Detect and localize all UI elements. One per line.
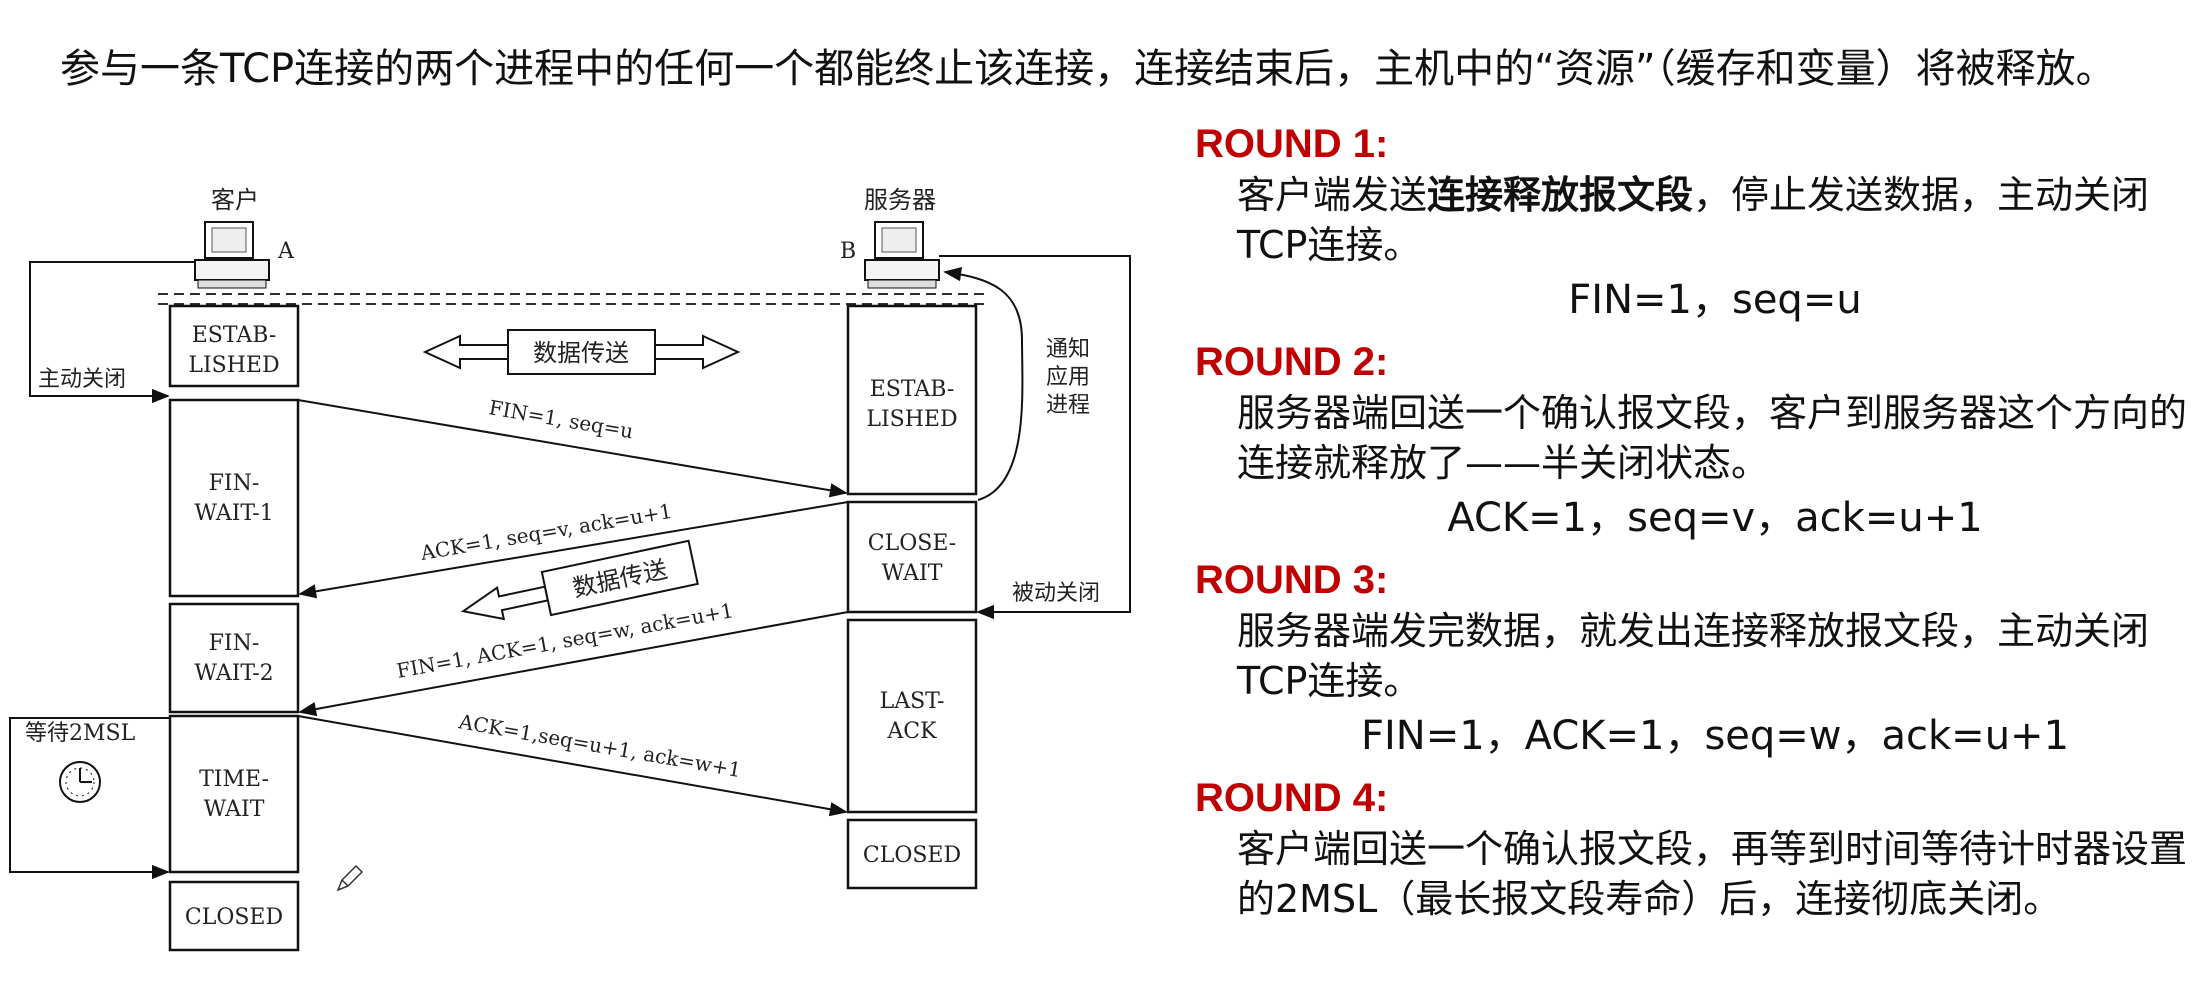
server-state-close-wait: CLOSE- WAIT	[846, 500, 978, 614]
svg-text:ESTAB-: ESTAB-	[192, 323, 277, 348]
round-title: ROUND 3:	[1195, 558, 1389, 602]
round-title: ROUND 4:	[1195, 776, 1389, 820]
svg-text:进程: 进程	[1046, 393, 1090, 418]
svg-text:CLOSED: CLOSED	[863, 843, 961, 868]
round-title: ROUND 1:	[1195, 122, 1389, 166]
svg-text:数据传送: 数据传送	[533, 339, 629, 367]
server-state-established: ESTAB- LISHED	[846, 304, 978, 496]
rounds-panel: ROUND 1: 客户端发送连接释放报文段，停止发送数据，主动关闭TCP连接。 …	[1195, 118, 2195, 930]
host-a-label: A	[277, 239, 295, 264]
round-body: 服务器端回送一个确认报文段，客户到服务器这个方向的连接就释放了——半关闭状态。	[1237, 391, 2188, 485]
message-fin-seq-u: FIN=1, seq=u	[297, 395, 848, 498]
round-3: ROUND 3: 服务器端发完数据，就发出连接释放报文段，主动关闭TCP连接。 …	[1195, 554, 2195, 766]
svg-text:LAST-: LAST-	[880, 689, 945, 714]
client-label: 客户	[211, 186, 259, 214]
tcp-four-way-handshake-diagram: 客户 服务器 A B ESTAB- LISHED FIN- WAIT-1 FIN…	[9, 186, 1131, 952]
server-computer-icon	[864, 221, 940, 289]
client-state-closed: CLOSED	[168, 880, 300, 952]
client-state-fin-wait-1: FIN- WAIT-1	[168, 398, 300, 598]
svg-text:主动关闭: 主动关闭	[38, 367, 126, 392]
svg-text:CLOSE-: CLOSE-	[868, 531, 956, 556]
svg-text:WAIT: WAIT	[882, 561, 943, 586]
svg-text:LISHED: LISHED	[188, 353, 279, 378]
server-state-last-ack: LAST- ACK	[846, 618, 978, 814]
round-body: 客户端回送一个确认报文段，再等到时间等待计时器设置的2MSL（最长报文段寿命）后…	[1237, 827, 2188, 921]
round-body: 客户端发送连接释放报文段，停止发送数据，主动关闭TCP连接。	[1237, 173, 2150, 267]
round-2: ROUND 2: 服务器端回送一个确认报文段，客户到服务器这个方向的连接就释放了…	[1195, 336, 2195, 548]
svg-text:ACK: ACK	[886, 719, 937, 744]
svg-text:WAIT-1: WAIT-1	[194, 501, 273, 526]
svg-text:被动关闭: 被动关闭	[1012, 581, 1100, 606]
notify-application-arrow: 通知 应用 进程	[943, 267, 1090, 501]
round-formula: FIN=1，ACK=1，seq=w，ack=u+1	[1360, 713, 2070, 759]
svg-text:通知: 通知	[1046, 337, 1090, 362]
svg-text:TIME-: TIME-	[199, 767, 269, 792]
wait-2msl-loop: 等待2MSL	[9, 717, 170, 880]
server-label: 服务器	[864, 186, 936, 214]
intro-paragraph: 参与一条TCP连接的两个进程中的任何一个都能终止该连接，连接结束后，主机中的“资…	[60, 46, 2116, 92]
svg-text:CLOSED: CLOSED	[185, 905, 283, 930]
message-fin-ack-seq-w: FIN=1, ACK=1, seq=w, ack=u+1	[298, 598, 849, 717]
server-state-closed: CLOSED	[846, 818, 978, 890]
round-formula: FIN=1，seq=u	[1568, 277, 1862, 323]
round-1: ROUND 1: 客户端发送连接释放报文段，停止发送数据，主动关闭TCP连接。 …	[1195, 118, 2195, 330]
svg-text:应用: 应用	[1046, 365, 1090, 390]
pen-cursor-icon	[336, 864, 364, 892]
round-title: ROUND 2:	[1195, 340, 1389, 384]
svg-text:ESTAB-: ESTAB-	[870, 377, 955, 402]
client-state-fin-wait-2: FIN- WAIT-2	[168, 602, 300, 714]
round-body-emphasis: 连接释放报文段	[1427, 173, 1694, 217]
client-state-time-wait: TIME- WAIT	[168, 714, 300, 874]
client-computer-icon	[194, 221, 270, 289]
active-close-arrow: 主动关闭	[29, 261, 195, 404]
passive-close-arrow: 被动关闭	[939, 255, 1131, 620]
clock-icon	[59, 761, 101, 803]
svg-text:WAIT-2: WAIT-2	[194, 661, 273, 686]
data-transfer-two-way-arrow: 数据传送	[422, 329, 741, 375]
round-4: ROUND 4: 客户端回送一个确认报文段，再等到时间等待计时器设置的2MSL（…	[1195, 772, 2195, 924]
svg-text:LISHED: LISHED	[866, 407, 957, 432]
svg-text:等待2MSL: 等待2MSL	[25, 721, 136, 746]
svg-text:WAIT: WAIT	[204, 797, 265, 822]
round-body: 服务器端发完数据，就发出连接释放报文段，主动关闭TCP连接。	[1237, 609, 2150, 703]
round-formula: ACK=1，seq=v，ack=u+1	[1447, 495, 1983, 541]
client-state-established: ESTAB- LISHED	[168, 304, 300, 388]
svg-text:ACK=1,seq=u+1, ack=w+1: ACK=1,seq=u+1, ack=w+1	[456, 709, 743, 782]
message-ack-seq-u-plus-1: ACK=1,seq=u+1, ack=w+1	[297, 709, 848, 817]
svg-text:FIN-: FIN-	[209, 631, 260, 656]
svg-text:FIN-: FIN-	[209, 471, 260, 496]
host-b-label: B	[840, 239, 856, 264]
